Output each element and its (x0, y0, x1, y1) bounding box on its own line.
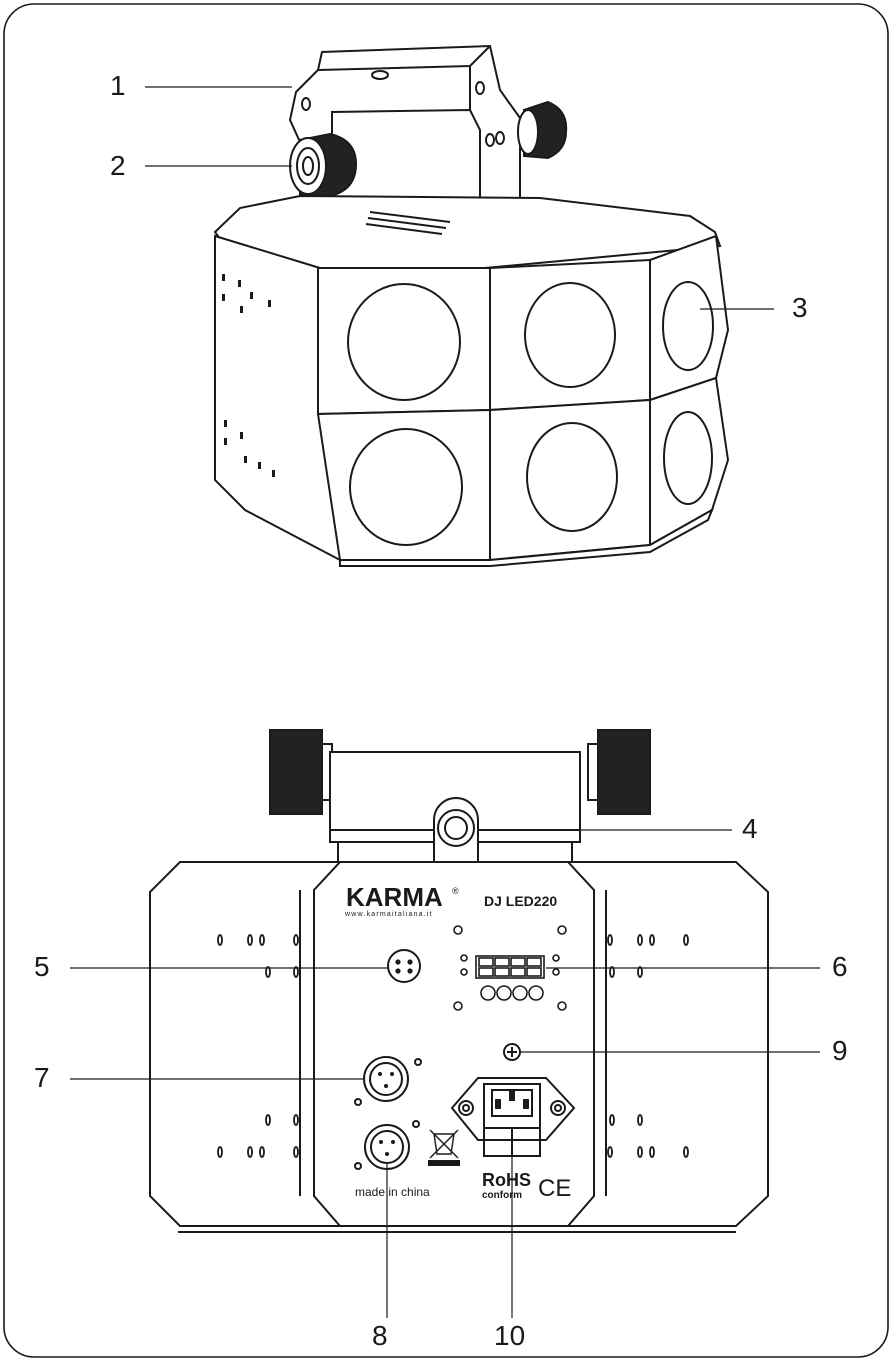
dip-switch (453, 925, 567, 1011)
callout-9: 9 (832, 1035, 848, 1066)
weee-bin-icon (428, 1129, 460, 1166)
rear-view (149, 729, 769, 1233)
panel-labels: KARMA ® www.karmaitaliana.it DJ LED220 m… (344, 882, 571, 1202)
brand-registered-mark: ® (452, 886, 459, 896)
microphone (387, 949, 421, 983)
callout-3: 3 (792, 292, 808, 323)
callout-6: 6 (832, 951, 848, 982)
rohs-mark: RoHS (482, 1170, 531, 1190)
brand-logo: KARMA (346, 882, 443, 912)
callout-7: 7 (34, 1062, 50, 1093)
led-lenses (347, 281, 714, 546)
vent-slots (365, 211, 451, 235)
leader-lines-front (145, 86, 774, 310)
side-vent-holes (222, 274, 275, 477)
adjust-knob-right (517, 100, 568, 160)
callout-2: 2 (110, 150, 126, 181)
callout-8: 8 (372, 1320, 388, 1351)
rear-knob-right (597, 729, 651, 815)
power-inlet (450, 1077, 576, 1157)
adjust-knob-left (289, 132, 358, 197)
safety-eyelet (433, 797, 479, 873)
page-border (3, 3, 889, 1358)
callout-10: 10 (494, 1320, 526, 1351)
front-view (213, 44, 730, 567)
brand-website: www.karmaitaliana.it (344, 911, 433, 918)
callout-5: 5 (34, 951, 50, 982)
model-name: DJ LED220 (484, 893, 557, 909)
callout-1: 1 (110, 70, 126, 101)
ce-mark: CE (538, 1175, 571, 1202)
rear-vent-holes (217, 934, 689, 1158)
callout-4: 4 (742, 813, 758, 844)
rohs-sub-mark: conform (482, 1190, 522, 1201)
leader-lines-rear (70, 829, 820, 1318)
made-in-label: made in china (355, 1185, 430, 1199)
rear-knob-left (269, 729, 323, 815)
